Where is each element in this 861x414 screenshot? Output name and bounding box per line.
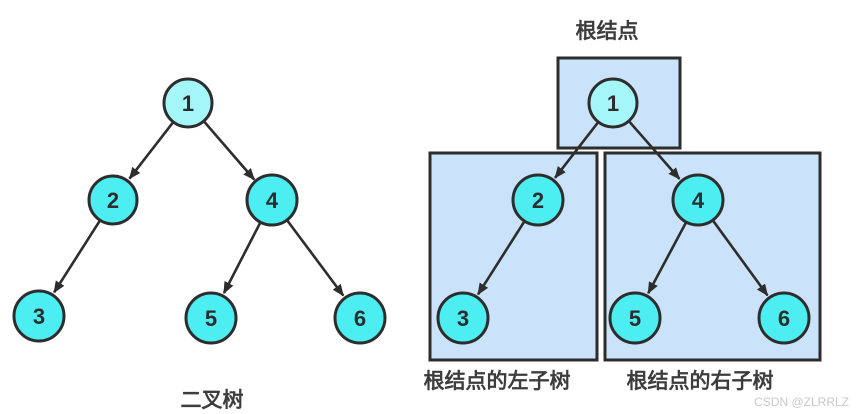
left-node-5-label: 5 xyxy=(205,306,217,331)
right-node-4-label: 4 xyxy=(692,188,705,213)
left-node-3-label: 3 xyxy=(33,304,45,329)
left-edge-4-6 xyxy=(285,219,345,297)
left-node-2-label: 2 xyxy=(107,188,119,213)
left-edge-2-3 xyxy=(53,220,101,294)
right-node-1-label: 1 xyxy=(607,91,619,116)
right-node-2-label: 2 xyxy=(532,188,544,213)
right-node-6-label: 6 xyxy=(778,306,790,331)
left-tree-node-1 xyxy=(162,77,214,129)
left-tree: 1 2 4 3 5 6 二叉树 xyxy=(12,77,387,412)
right-subtree-caption: 根结点的右子树 xyxy=(627,369,774,393)
right-tree-node-6 xyxy=(757,291,811,345)
right-edge-4-6 xyxy=(711,219,769,297)
root-region-caption: 根结点 xyxy=(576,19,639,43)
right-tree-node-2 xyxy=(511,173,565,227)
left-node-1-label: 1 xyxy=(182,91,194,116)
left-edge-1-4 xyxy=(203,121,256,181)
right-tree-node-1 xyxy=(587,77,639,129)
left-node-4-label: 4 xyxy=(266,188,279,213)
left-tree-node-6 xyxy=(333,291,387,345)
right-node-5-label: 5 xyxy=(629,306,641,331)
right-edge-4-5 xyxy=(647,221,688,295)
left-tree-node-3 xyxy=(12,289,66,343)
left-tree-caption: 二叉树 xyxy=(181,388,244,412)
left-edge-1-2 xyxy=(128,122,174,180)
watermark: CSDN @ZLRRLZ xyxy=(754,395,849,409)
right-node-3-label: 3 xyxy=(457,306,469,331)
right-tree-node-5 xyxy=(608,291,662,345)
right-tree-node-3 xyxy=(436,291,490,345)
right-edge-1-4 xyxy=(628,120,681,180)
left-edge-4-5 xyxy=(222,221,262,294)
left-tree-node-4 xyxy=(245,173,299,227)
left-subtree-caption: 根结点的左子树 xyxy=(424,369,571,393)
right-edge-1-2 xyxy=(554,122,599,179)
right-tree: 1 2 4 3 5 6 根结点 根结点的左子树 根结点的右子树 xyxy=(424,19,822,393)
left-tree-node-5 xyxy=(184,291,238,345)
left-node-6-label: 6 xyxy=(354,306,366,331)
right-edge-2-3 xyxy=(476,220,526,296)
left-tree-node-2 xyxy=(87,174,139,226)
right-tree-node-4 xyxy=(671,173,725,227)
